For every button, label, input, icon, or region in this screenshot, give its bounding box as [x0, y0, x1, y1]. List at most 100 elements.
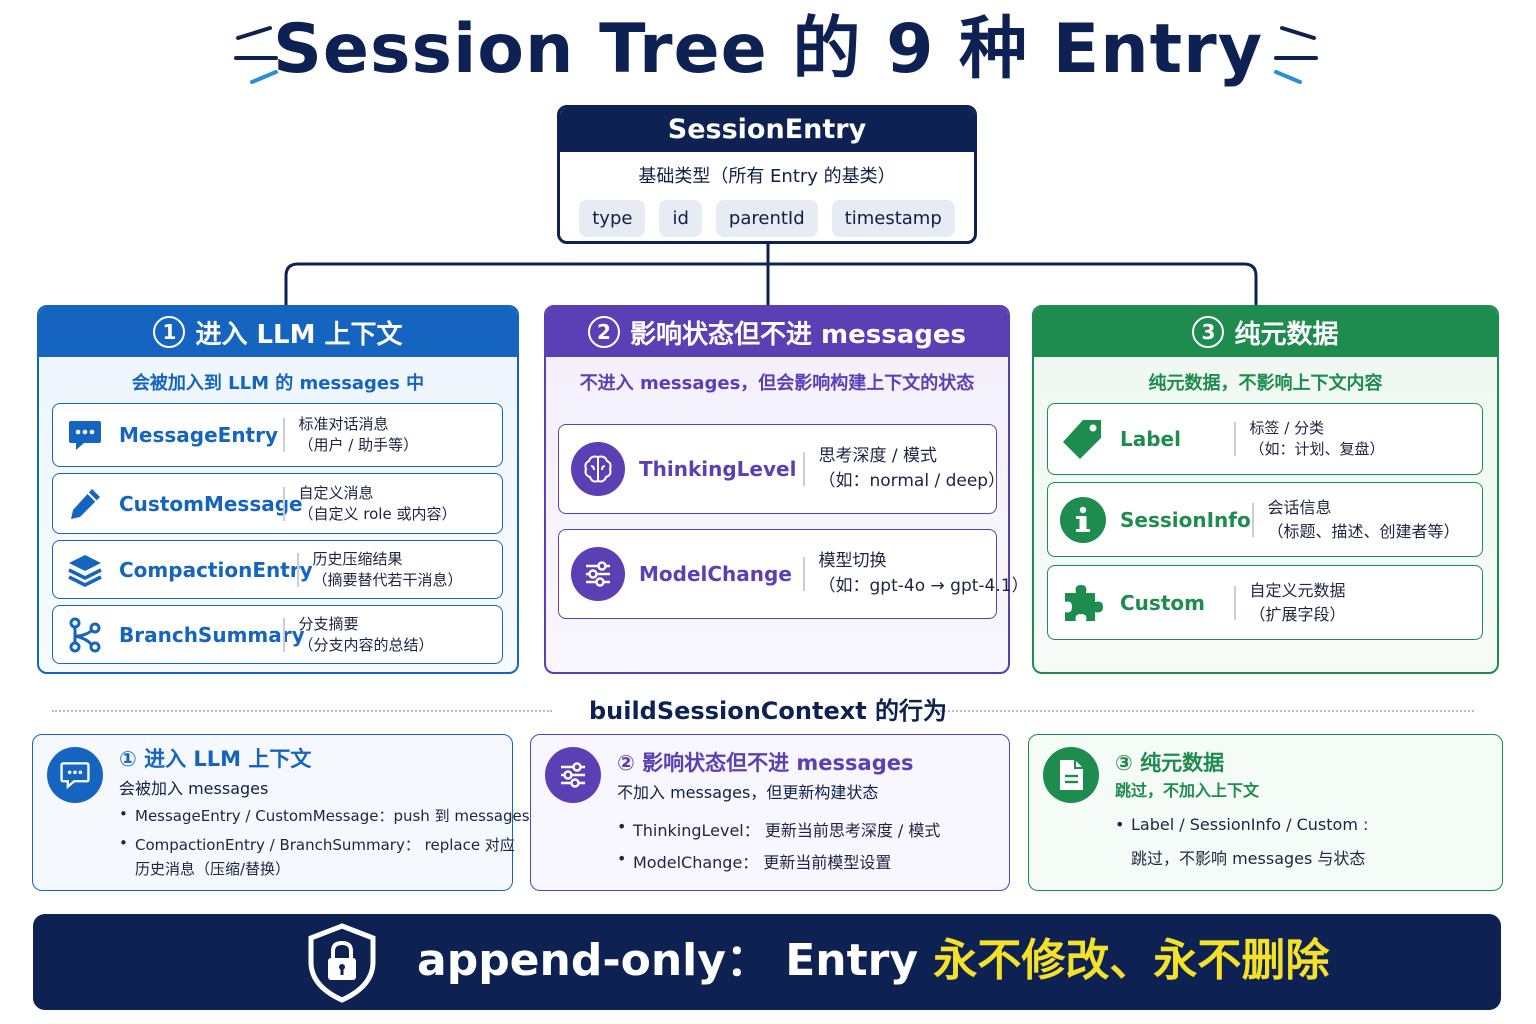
behavior-card-subtitle: 会被加入 messages — [119, 779, 269, 798]
branch-icon — [65, 615, 105, 655]
banner-prefix: append-only： Entry — [417, 935, 934, 986]
entry-compaction-entry: CompactionEntry 历史压缩结果（摘要替代若干消息） — [52, 540, 503, 599]
lock-shield-icon — [308, 923, 376, 1003]
chat-bubble-icon — [47, 747, 103, 803]
entry-separator — [1234, 422, 1236, 456]
entry-separator — [283, 617, 285, 652]
entry-description: 分支摘要（分支内容的总结） — [298, 614, 434, 654]
brain-icon — [571, 442, 625, 496]
behavior-card-llm-context: ① 进入 LLM 上下文 会被加入 messages MessageEntry … — [32, 734, 530, 891]
bullet-item-continuation: 历史消息（压缩/替换） — [135, 860, 291, 878]
category-state-header: 2 影响状态但不进 messages — [546, 307, 1008, 357]
entry-separator — [1252, 502, 1254, 537]
layers-icon — [65, 550, 105, 590]
divider-line-right — [932, 710, 1474, 712]
entry-description: 思考深度 / 模式（如：normal / deep） — [818, 446, 1006, 491]
entry-name: Custom — [1120, 590, 1205, 615]
behavior-card-subtitle: 跳过，不加入上下文 — [1115, 781, 1260, 800]
page-title: Session Tree 的 9 种 Entry — [272, 10, 1264, 89]
entry-branch-summary: BranchSummary 分支摘要（分支内容的总结） — [52, 605, 503, 664]
field-timestamp: timestamp — [831, 200, 955, 237]
entry-separator — [283, 486, 285, 521]
session-entry-node: SessionEntry 基础类型（所有 Entry 的基类） type id … — [557, 105, 977, 244]
spark-left-icon — [234, 26, 278, 84]
category-number: 1 — [153, 316, 186, 348]
entry-custom: Custom 自定义元数据（扩展字段） — [1047, 565, 1483, 640]
tag-icon — [1060, 416, 1106, 462]
behavior-card-title: ③ 纯元数据 — [1115, 751, 1225, 775]
field-parentid: parentId — [715, 200, 818, 237]
entry-name: CompactionEntry — [119, 557, 313, 582]
entry-session-info: SessionInfo 会话信息（标题、描述、创建者等） — [1047, 482, 1483, 557]
entry-custom-message: CustomMessage 自定义消息（自定义 role 或内容） — [52, 473, 503, 534]
entry-separator — [803, 557, 805, 591]
entry-description: 标签 / 分类（如：计划、复盘） — [1249, 419, 1385, 458]
session-entry-fields: type id parentId timestamp — [560, 200, 974, 237]
behavior-card-subtitle: 不加入 messages，但更新构建状态 — [617, 783, 879, 802]
entry-message-entry: MessageEntry 标准对话消息（用户 / 助手等） — [52, 403, 503, 467]
behavior-card-state: ② 影响状态但不进 messages 不加入 messages，但更新构建状态 … — [530, 734, 1010, 891]
entry-description: 自定义元数据（扩展字段） — [1249, 580, 1346, 624]
behavior-heading: buildSessionContext 的行为 — [588, 697, 948, 725]
entry-name: ModelChange — [639, 562, 792, 586]
entry-description: 自定义消息（自定义 role 或内容） — [298, 483, 457, 523]
divider-line-left — [52, 710, 552, 712]
entry-name: Label — [1120, 427, 1181, 451]
entry-thinking-level: ThinkingLevel 思考深度 / 模式（如：normal / deep） — [558, 424, 1005, 514]
bullet-item: CompactionEntry / BranchSummary： replace… — [119, 834, 530, 858]
entry-description: 标准对话消息（用户 / 助手等） — [298, 415, 419, 454]
info-icon — [1060, 496, 1106, 543]
bullet-item: Label / SessionInfo / Custom : — [1115, 815, 1368, 845]
behavior-divider: buildSessionContext 的行为 — [0, 694, 1536, 728]
entry-description: 会话信息（标题、描述、创建者等） — [1267, 497, 1460, 541]
entry-label: Label 标签 / 分类（如：计划、复盘） — [1047, 403, 1483, 475]
chat-bubble-icon — [65, 415, 105, 455]
entry-separator — [297, 552, 299, 587]
behavior-card-bullets: MessageEntry / CustomMessage：push 到 mess… — [119, 805, 530, 882]
sliders-icon — [571, 547, 625, 601]
session-entry-subtitle: 基础类型（所有 Entry 的基类） — [638, 166, 896, 187]
behavior-card-title: ① 进入 LLM 上下文 — [119, 747, 312, 771]
session-entry-title: SessionEntry — [560, 108, 974, 152]
bullet-item-continuation: 跳过，不影响 messages 与状态 — [1131, 849, 1366, 868]
entry-name: BranchSummary — [119, 622, 305, 647]
category-number: 3 — [1192, 316, 1225, 348]
category-llm-context-header: 1 进入 LLM 上下文 — [39, 307, 517, 357]
field-type: type — [579, 200, 646, 237]
puzzle-icon — [1060, 580, 1106, 626]
banner-highlight: 永不修改、永不删除 — [933, 935, 1330, 986]
entry-separator — [1234, 585, 1236, 620]
banner-text: append-only： Entry 永不修改、永不删除 — [417, 930, 1329, 992]
entry-name: CustomMessage — [119, 491, 303, 516]
entry-name: SessionInfo — [1120, 507, 1251, 532]
entry-name: ThinkingLevel — [639, 457, 797, 481]
tree-connectors — [284, 244, 1258, 305]
entry-separator — [803, 452, 805, 486]
spark-right-icon — [1274, 26, 1318, 84]
bullet-item: MessageEntry / CustomMessage：push 到 mess… — [119, 805, 530, 834]
behavior-card-bullets: Label / SessionInfo / Custom : 跳过，不影响 me… — [1115, 815, 1368, 875]
category-title: 影响状态但不进 messages — [630, 319, 966, 350]
bullet-item: ThinkingLevel： 更新当前思考深度 / 模式 — [617, 817, 940, 849]
category-subtitle: 不进入 messages，但会影响构建上下文的状态 — [579, 373, 975, 394]
behavior-card-bullets: ThinkingLevel： 更新当前思考深度 / 模式 ModelChange… — [617, 817, 940, 881]
entry-description: 模型切换（如：gpt-4o → gpt-4.1） — [818, 551, 1029, 596]
entry-model-change: ModelChange 模型切换（如：gpt-4o → gpt-4.1） — [558, 529, 1029, 619]
category-subtitle: 会被加入到 LLM 的 messages 中 — [131, 373, 425, 394]
entry-name: MessageEntry — [119, 423, 279, 447]
entry-separator — [283, 418, 285, 452]
append-only-banner: append-only： Entry 永不修改、永不删除 — [33, 914, 1501, 1010]
category-title: 纯元数据 — [1234, 319, 1339, 350]
bullet-item: ModelChange： 更新当前模型设置 — [617, 849, 940, 881]
category-metadata-header: 3 纯元数据 — [1034, 307, 1497, 357]
category-subtitle: 纯元数据，不影响上下文内容 — [1148, 373, 1383, 394]
field-id: id — [659, 200, 702, 237]
behavior-card-metadata: ③ 纯元数据 跳过，不加入上下文 Label / SessionInfo / C… — [1028, 734, 1503, 891]
pencil-icon — [65, 484, 105, 524]
sliders-icon — [545, 747, 601, 803]
document-icon — [1043, 747, 1099, 803]
behavior-card-title: ② 影响状态但不进 messages — [617, 751, 914, 775]
category-title: 进入 LLM 上下文 — [195, 319, 403, 350]
category-number: 2 — [588, 316, 620, 348]
entry-description: 历史压缩结果（摘要替代若干消息） — [312, 549, 463, 589]
